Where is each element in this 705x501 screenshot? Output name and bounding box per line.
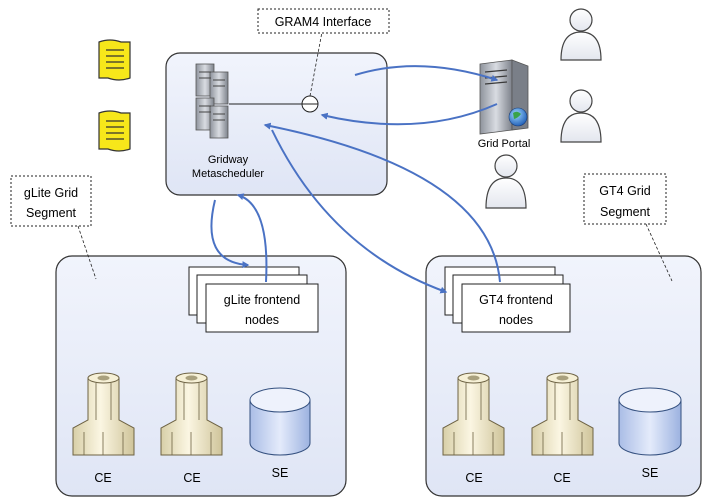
storage-element-icon [249,387,311,456]
gt4-submit-arrow [271,129,448,294]
gt4-resource-label: CE [553,471,570,485]
computing-element-icon [442,372,505,456]
user-icon [485,154,527,209]
computing-element-icon [72,372,135,456]
arrows [210,65,501,294]
user-icon [560,8,602,61]
portal-request-arrow [354,65,499,82]
glite-return-arrow [236,193,268,283]
computing-element-icon [160,372,223,456]
glite-segment-label-line2: Segment [26,206,77,220]
glite-resource-label: SE [272,466,289,480]
server-rack-icon [195,63,229,139]
gt4-frontend-label-line1: GT4 frontend [479,293,553,307]
glite-segment-label-line1: gLite Grid [24,186,78,200]
gram4-interface-label: GRAM4 Interface [275,15,372,29]
gram4-port [229,31,323,113]
gt4-frontend-label-line2: nodes [499,313,533,327]
job-document-icon [98,39,131,81]
computing-element-icon [531,372,594,456]
gt4-resource-label: SE [642,466,659,480]
metascheduler-label-line2: Metascheduler [192,168,264,180]
grid-portal-server-icon [479,59,529,135]
gt4-frontend-nodes: GT4 frontend nodes [444,266,571,333]
gt4-segment-label-line2: Segment [600,205,651,219]
portal-response-arrow [320,103,498,126]
glite-submit-arrow [210,199,250,269]
gt4-frontend-arrow [263,122,501,283]
job-document-icon [98,110,131,152]
grid-portal-label: Grid Portal [478,138,531,150]
gt4-resource-label: CE [465,471,482,485]
glite-resource-label: CE [183,471,200,485]
user-icon [560,89,602,143]
storage-element-icon [618,387,682,456]
glite-frontend-nodes: gLite frontend nodes [188,266,319,333]
glite-segment-callout: gLite Grid Segment [10,175,97,280]
glite-frontend-label-line1: gLite frontend [224,293,300,307]
glite-frontend-label-line2: nodes [245,313,279,327]
metascheduler-label-line1: Gridway [208,154,249,166]
gram4-interface-callout: GRAM4 Interface [257,8,390,34]
gt4-segment-callout: GT4 Grid Segment [583,173,673,282]
gt4-segment-label-line1: GT4 Grid [599,184,650,198]
glite-resource-label: CE [94,471,111,485]
